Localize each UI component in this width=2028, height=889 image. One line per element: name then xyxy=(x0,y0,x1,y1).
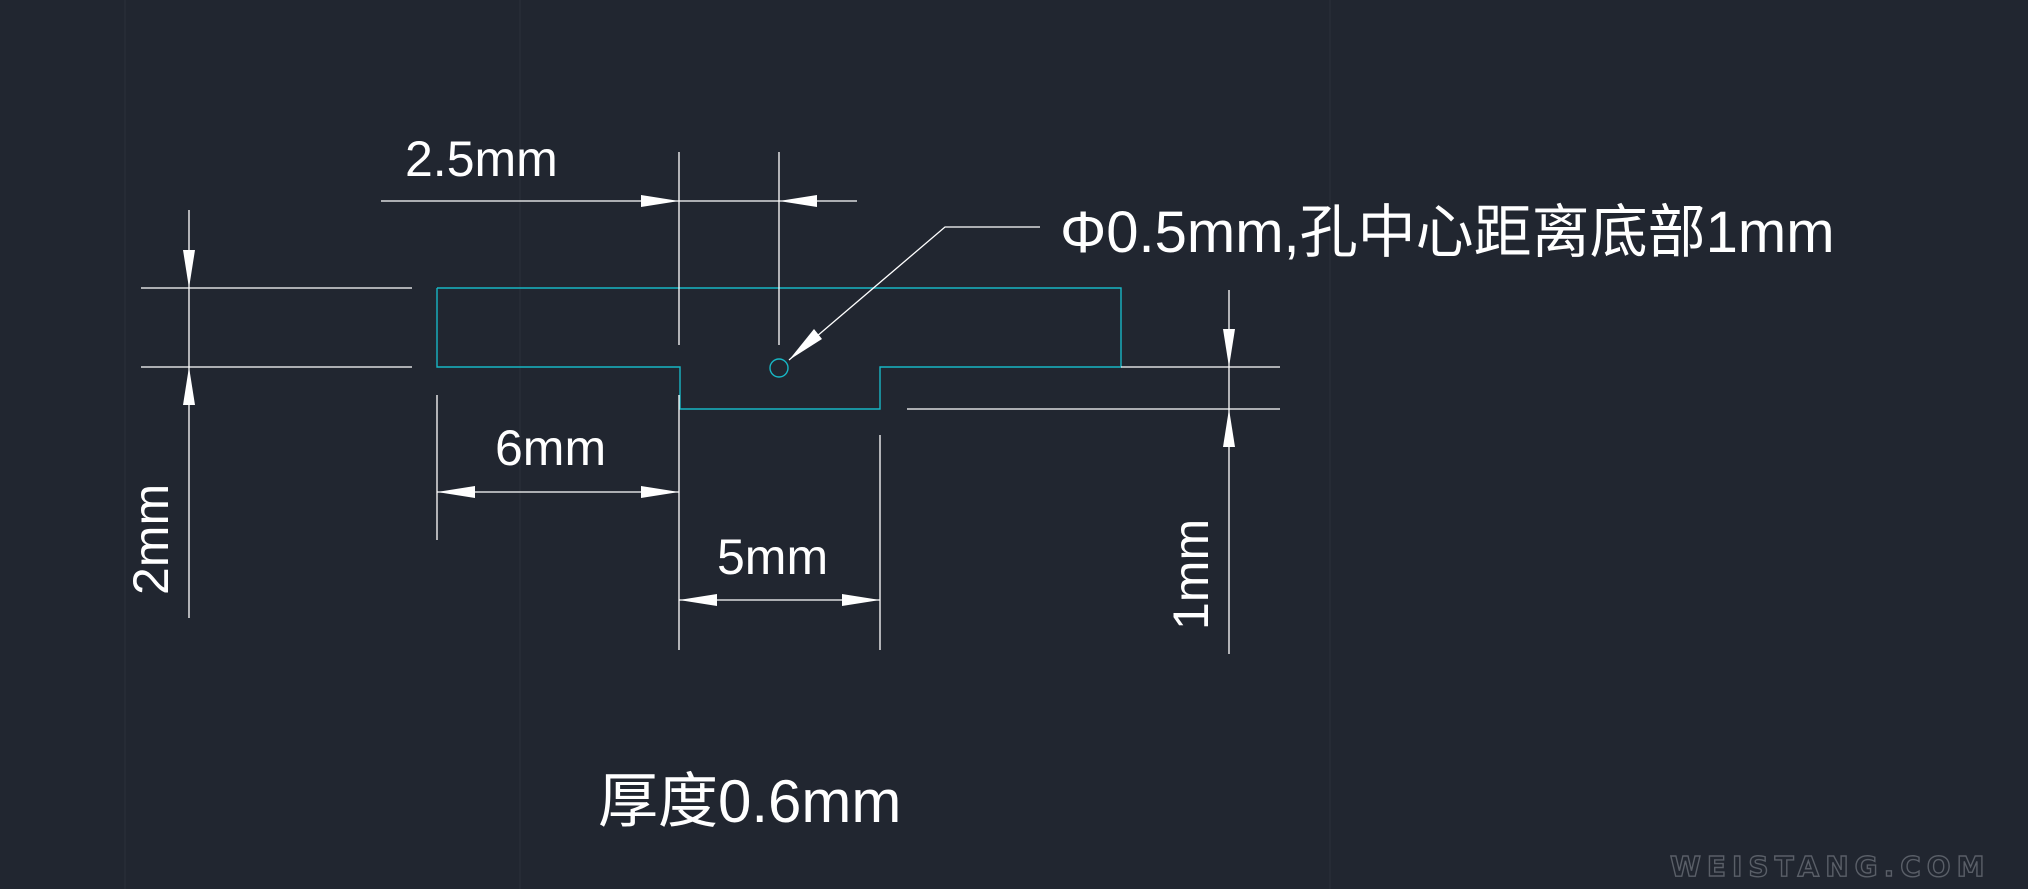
dim-left-width: 6mm xyxy=(495,420,606,476)
dim-right-height: 1mm xyxy=(1163,519,1219,630)
hole-note: Φ0.5mm,孔中心距离底部1mm xyxy=(1060,200,1835,265)
dim-left-height: 2mm xyxy=(123,484,179,595)
background-grid xyxy=(124,0,1331,889)
watermark: WEISTANG.COM xyxy=(1670,850,1990,883)
dim-top-offset: 2.5mm xyxy=(405,131,558,187)
part-outline xyxy=(436,287,1122,410)
dimension-lines xyxy=(188,200,1230,654)
arrowheads xyxy=(183,195,1235,606)
dim-notch-width: 5mm xyxy=(717,529,828,585)
hole-circle xyxy=(769,358,789,378)
thickness-note: 厚度0.6mm xyxy=(598,768,901,835)
extension-lines xyxy=(141,152,1280,650)
